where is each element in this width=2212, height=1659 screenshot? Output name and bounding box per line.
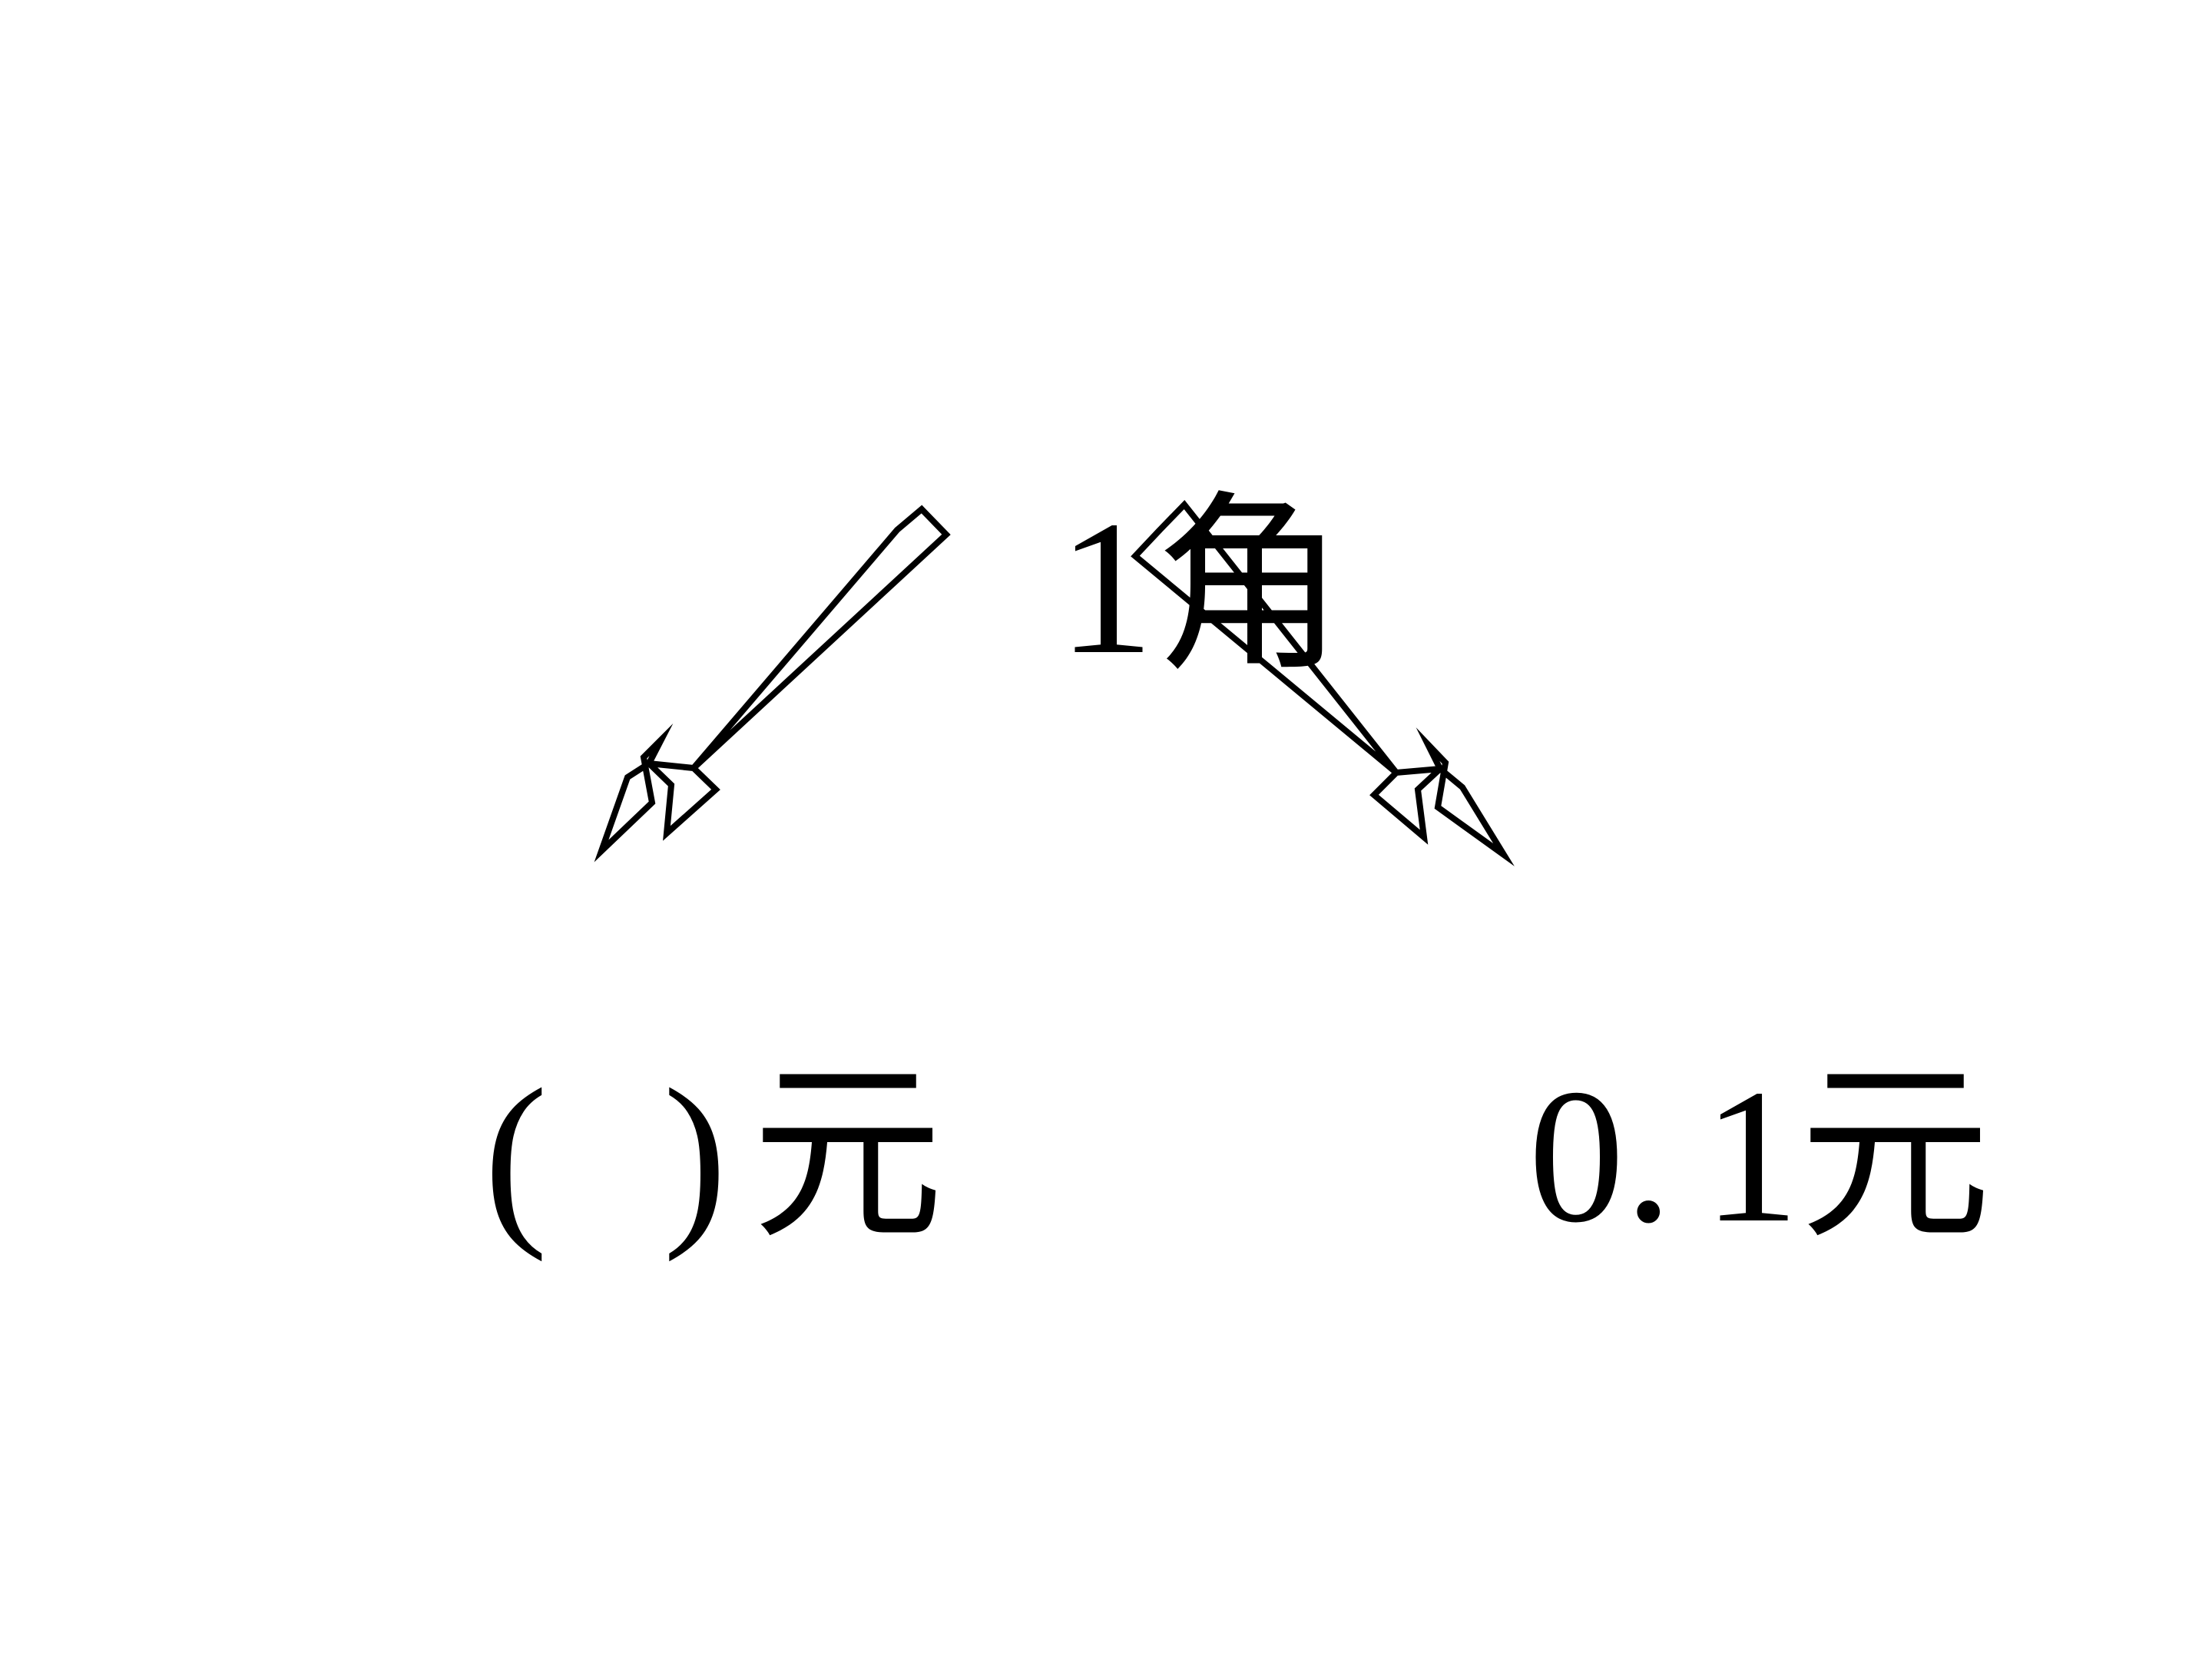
branch-right-unit: 元 [1799, 1042, 1992, 1266]
branch-right-integer-part: 0 [1528, 1050, 1624, 1263]
arrow-left-down-icon [594, 505, 951, 863]
branch-left-unit: 元 [751, 1042, 944, 1266]
arrow-right-down-icon [1131, 499, 1515, 866]
root-unit: 角 [1154, 474, 1346, 697]
close-paren: ) [663, 1050, 727, 1263]
branch-right-fraction-part: 1 [1703, 1050, 1800, 1263]
branch-right-decimal-point: . [1624, 1050, 1673, 1263]
root-node-label: 1角 [0, 298, 2212, 876]
root-number: 1 [1058, 482, 1154, 694]
open-paren: ( [484, 1050, 548, 1263]
branch-left-target-label: ()元 [292, 866, 944, 1445]
branch-right-target-label: 0.1元 [1336, 866, 1992, 1445]
